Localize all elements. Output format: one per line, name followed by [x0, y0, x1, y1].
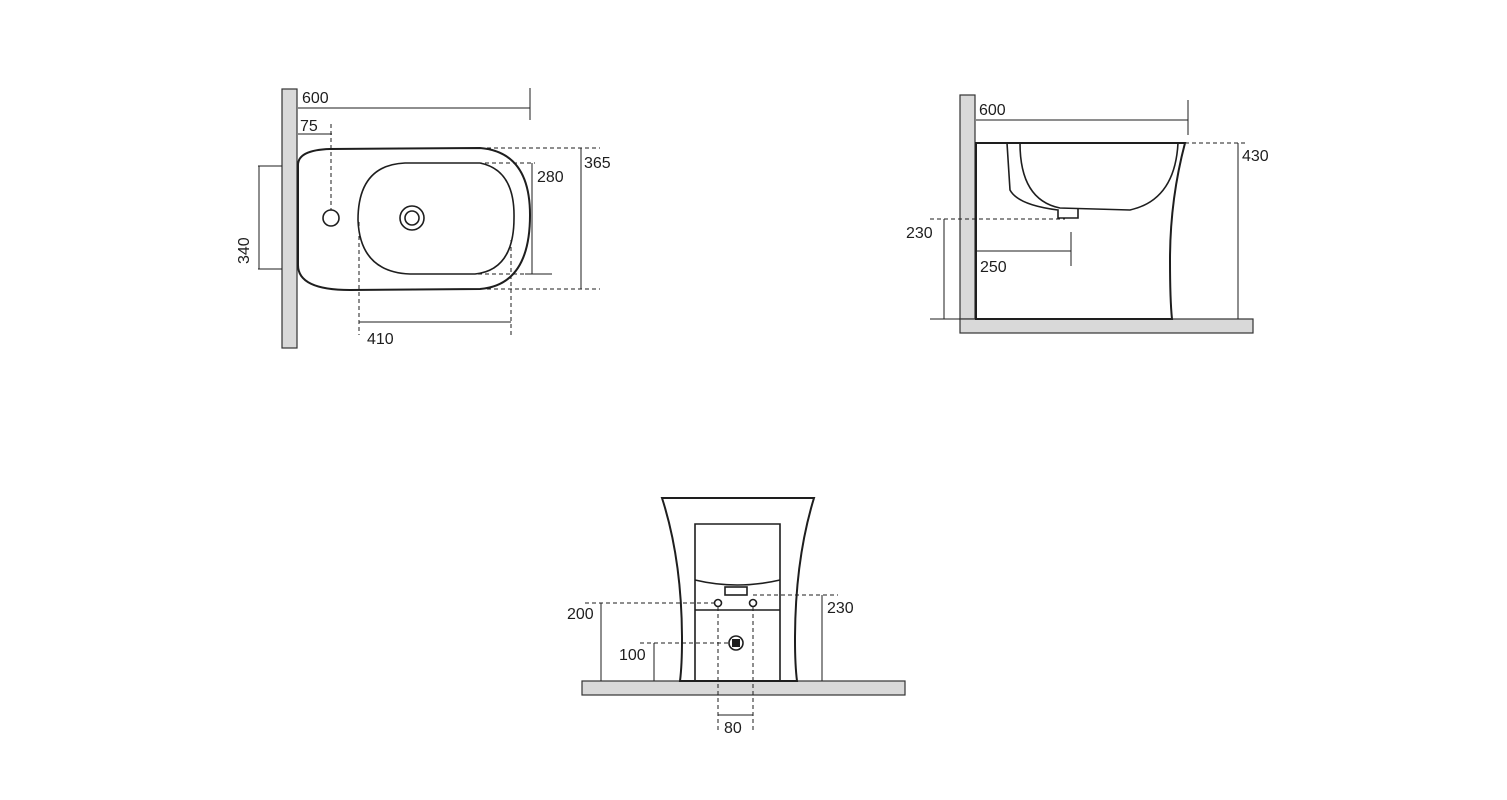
- dim-supply-right: 230: [827, 600, 854, 617]
- dim-wall-fix: 340: [236, 237, 253, 264]
- supply-right-icon: [748, 598, 758, 608]
- top-view-bowl: [357, 162, 515, 275]
- drain-outer-icon: [399, 205, 425, 231]
- dim-bowl-length: 410: [367, 331, 394, 348]
- dim-tap-offset: 75: [300, 118, 318, 135]
- dim-bowl-width: 280: [537, 169, 564, 186]
- dim-top-length: 600: [302, 90, 329, 107]
- dim-total-width: 365: [584, 155, 611, 172]
- drain-inner-icon: [404, 210, 420, 226]
- side-view-outer-body: [975, 142, 1187, 320]
- top-view-wall: [281, 88, 298, 349]
- dim-supply-spacing: 80: [724, 720, 742, 737]
- dim-outlet-height: 230: [906, 225, 933, 242]
- back-view-outlet: [724, 586, 748, 596]
- side-view-bowl: [1019, 142, 1179, 211]
- dim-side-length: 600: [979, 102, 1006, 119]
- top-view: 600 75 280 365 340 410: [236, 88, 611, 349]
- back-view-opening: [694, 523, 781, 680]
- back-view: 200 100 230 80: [567, 497, 906, 737]
- dim-outlet-offset: 250: [980, 259, 1007, 276]
- dim-side-height: 430: [1242, 148, 1269, 165]
- side-view: 600 430 230 250: [906, 94, 1269, 334]
- side-view-wall: [959, 94, 976, 320]
- top-view-outer-body: [297, 146, 532, 292]
- back-view-outer-body: [660, 497, 816, 682]
- side-view-floor: [959, 318, 1254, 334]
- dim-waste-height: 100: [619, 647, 646, 664]
- dim-supply-left: 200: [567, 606, 594, 623]
- waste-outer-icon: [728, 635, 744, 651]
- waste-inner-icon: [732, 639, 740, 647]
- back-view-floor: [581, 680, 906, 696]
